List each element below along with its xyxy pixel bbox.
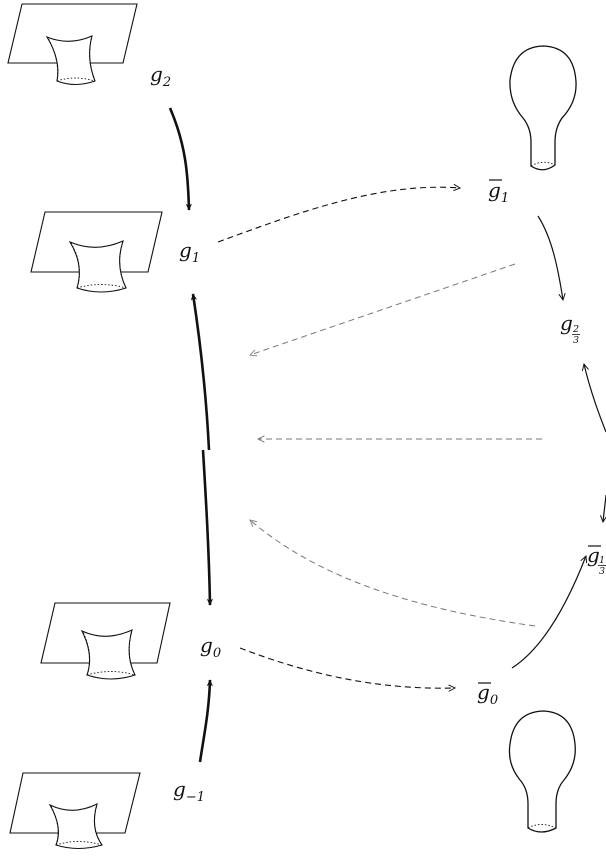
bulb-top (509, 45, 577, 171)
label-g-two-thirds: g 2 3 (560, 311, 580, 346)
arrow-g1-g0-down (201, 449, 214, 606)
label-g2: g2 (150, 62, 171, 90)
svg-text:g1: g1 (488, 178, 509, 206)
surface-g0 (40, 602, 171, 680)
arrow-gm1-to-g0 (198, 679, 213, 763)
svg-text:2: 2 (572, 324, 579, 335)
surface-g2 (7, 3, 138, 86)
label-g-minus-1: g−1 (173, 777, 205, 805)
dashed-arrow-g0-to-gbar0 (239, 647, 455, 688)
label-gbar0: g0 (477, 680, 498, 708)
label-g1: g1 (179, 238, 200, 266)
label-g0: g0 (200, 633, 221, 661)
dashed-arrow-gray-upper (250, 263, 516, 355)
surface-g-minus-1 (9, 772, 141, 850)
svg-text:3: 3 (599, 566, 605, 577)
svg-text:g: g (560, 311, 573, 335)
surface-g1 (30, 211, 163, 293)
label-gbar1: g1 (488, 178, 509, 206)
svg-text:g: g (587, 543, 600, 567)
arrow-gbar1-to-g23 (537, 215, 563, 300)
bulb-bottom (508, 710, 576, 833)
label-gbar-one-third: g 1 3 (587, 543, 606, 577)
dashed-arrow-gray-lower (250, 520, 536, 627)
arrow-gbar0-to-gbar13 (511, 556, 586, 669)
svg-text:3: 3 (573, 335, 579, 346)
svg-text:g0: g0 (477, 680, 498, 708)
dashed-arrow-g1-to-gbar1 (217, 187, 460, 243)
arrow-g0-g1-up (190, 293, 211, 451)
arrow-to-g23-from-right (584, 364, 606, 433)
svg-text:1: 1 (599, 555, 605, 566)
arrow-g2-to-g1 (168, 107, 192, 211)
